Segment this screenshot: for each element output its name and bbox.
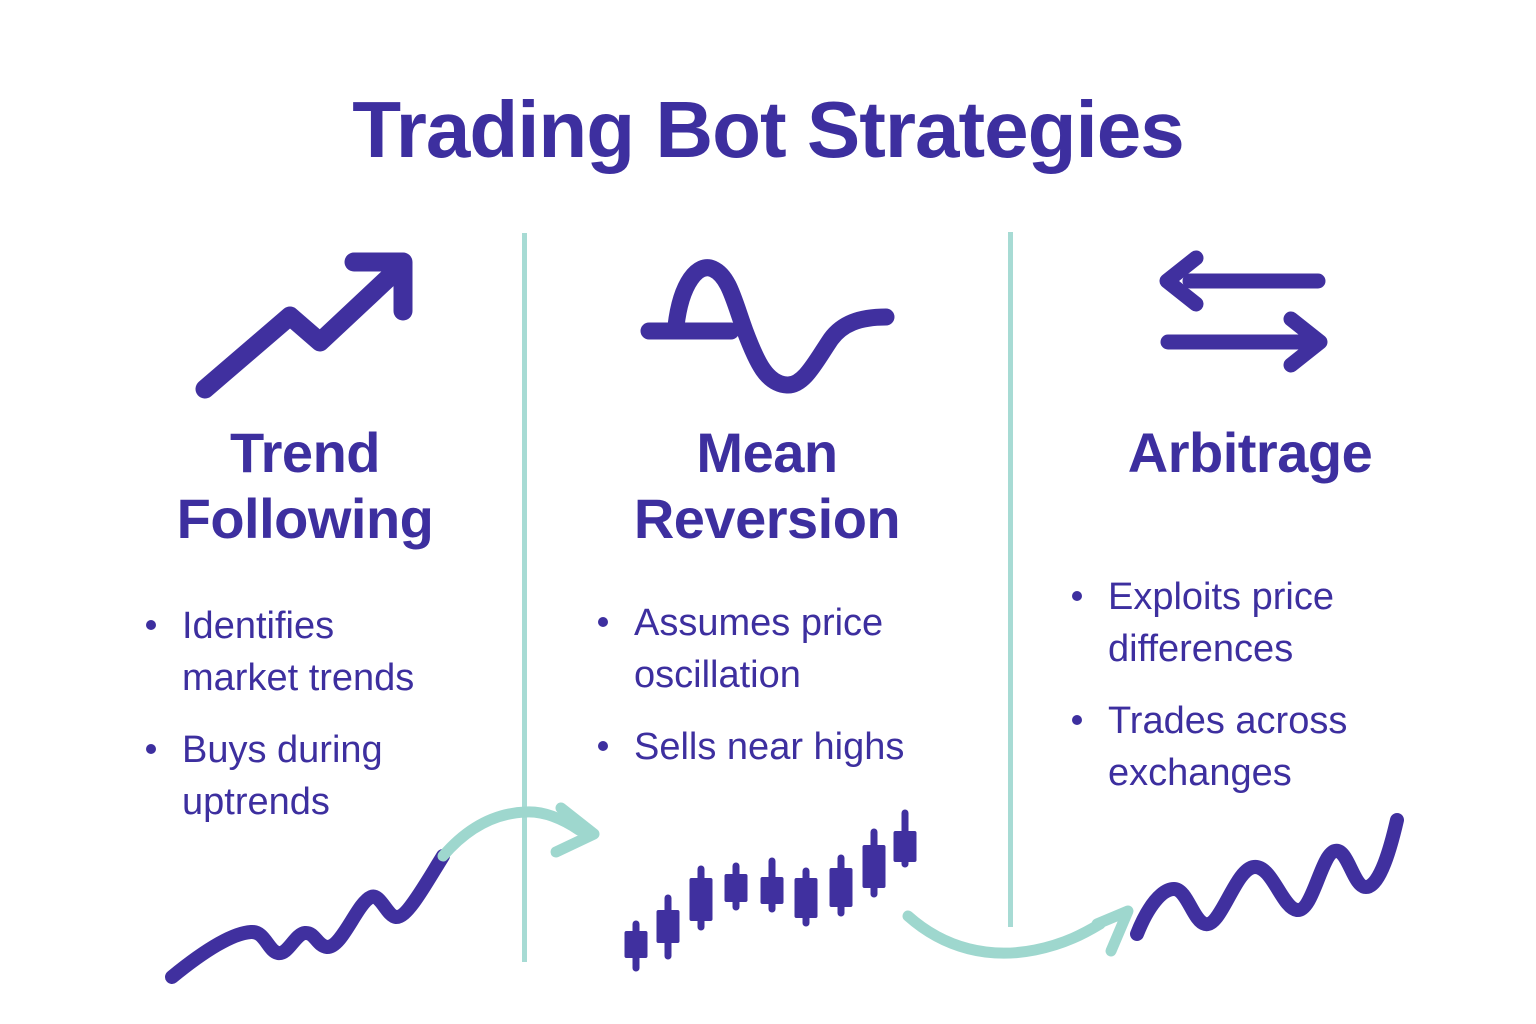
bullet-dot — [146, 620, 156, 630]
bullet-list-arbitrage: Exploits price differences Trades across… — [1072, 571, 1472, 819]
flow-arrow-right — [902, 905, 1134, 959]
bullet-text: Exploits price differences — [1108, 576, 1334, 670]
page-title: Trading Bot Strategies — [352, 85, 1184, 174]
sine-wave-icon — [640, 259, 895, 394]
swap-arrows-icon — [1159, 250, 1328, 373]
uptrend-line-chart-right — [1130, 813, 1404, 941]
uptrend-line-chart-left — [165, 849, 450, 984]
bullet-text: Identifies market trends — [182, 605, 415, 699]
list-item: Buys during uptrends — [146, 724, 526, 828]
bullet-text: Trades across exchanges — [1108, 700, 1348, 794]
bullet-text: Assumes price oscillation — [634, 602, 884, 696]
column-heading-trend-following: Trend Following — [176, 421, 434, 550]
list-item: Trades across exchanges — [1072, 695, 1472, 799]
list-item: Identifies market trends — [146, 600, 526, 704]
column-heading-arbitrage: Arbitrage — [1127, 421, 1373, 484]
flow-arrow-left — [437, 802, 600, 862]
bullet-dot — [1072, 591, 1082, 601]
bullet-dot — [598, 617, 608, 627]
bullet-text: Sells near highs — [634, 726, 905, 768]
bullet-dot — [598, 741, 608, 751]
bullet-text: Buys during uptrends — [182, 729, 383, 823]
bullet-list-trend-following: Identifies market trends Buys during upt… — [146, 600, 526, 848]
candlestick-chart — [624, 809, 917, 972]
bullet-dot — [146, 744, 156, 754]
bullet-dot — [1072, 715, 1082, 725]
list-item: Exploits price differences — [1072, 571, 1472, 675]
list-item: Sells near highs — [598, 721, 998, 773]
list-item: Assumes price oscillation — [598, 597, 998, 701]
bullet-list-mean-reversion: Assumes price oscillation Sells near hig… — [598, 597, 998, 793]
column-heading-mean-reversion: Mean Reversion — [633, 421, 901, 550]
trend-arrow-icon — [195, 252, 413, 399]
